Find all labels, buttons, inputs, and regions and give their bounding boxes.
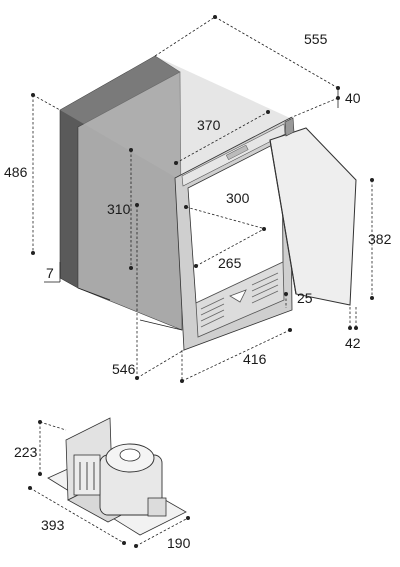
door-thickness-label: 42 xyxy=(345,335,361,351)
rear-offset-label: 40 xyxy=(345,90,361,106)
compressor-cap xyxy=(119,448,141,462)
height-label: 486 xyxy=(4,164,28,180)
base-offset-label: 7 xyxy=(46,265,54,281)
inner-width-top-label: 300 xyxy=(226,190,250,206)
vent-offset-label: 25 xyxy=(297,290,313,306)
fridge-dimension-labels: 555 40 486 7 370 310 300 265 382 25 42 5… xyxy=(4,31,392,377)
front-width-label: 416 xyxy=(243,351,267,367)
compressor-length-label: 393 xyxy=(41,517,65,533)
inner-depth-label: 370 xyxy=(197,117,221,133)
compressor-dimension-labels: 223 393 190 xyxy=(14,444,191,551)
depth-label: 555 xyxy=(304,31,328,47)
fridge-dimension-lines xyxy=(31,15,374,383)
base-foot-right xyxy=(139,319,183,331)
side-depth-label: 546 xyxy=(112,361,136,377)
display-window xyxy=(225,144,249,161)
door-edge xyxy=(269,139,297,295)
base-foot-left xyxy=(77,287,111,301)
brand-logo-icon xyxy=(229,289,247,303)
inner-width-bottom-label: 265 xyxy=(218,255,242,271)
compressor-width-label: 190 xyxy=(167,535,191,551)
compressor-dimension-lines xyxy=(28,420,190,548)
mounting-foot xyxy=(147,497,167,517)
compressor-unit-illustration xyxy=(47,417,187,536)
fridge-illustration xyxy=(59,55,357,351)
door-height-label: 382 xyxy=(368,231,392,247)
door-hinge xyxy=(284,117,295,137)
inner-height-label: 310 xyxy=(107,201,131,217)
compressor-height-label: 223 xyxy=(14,444,38,460)
